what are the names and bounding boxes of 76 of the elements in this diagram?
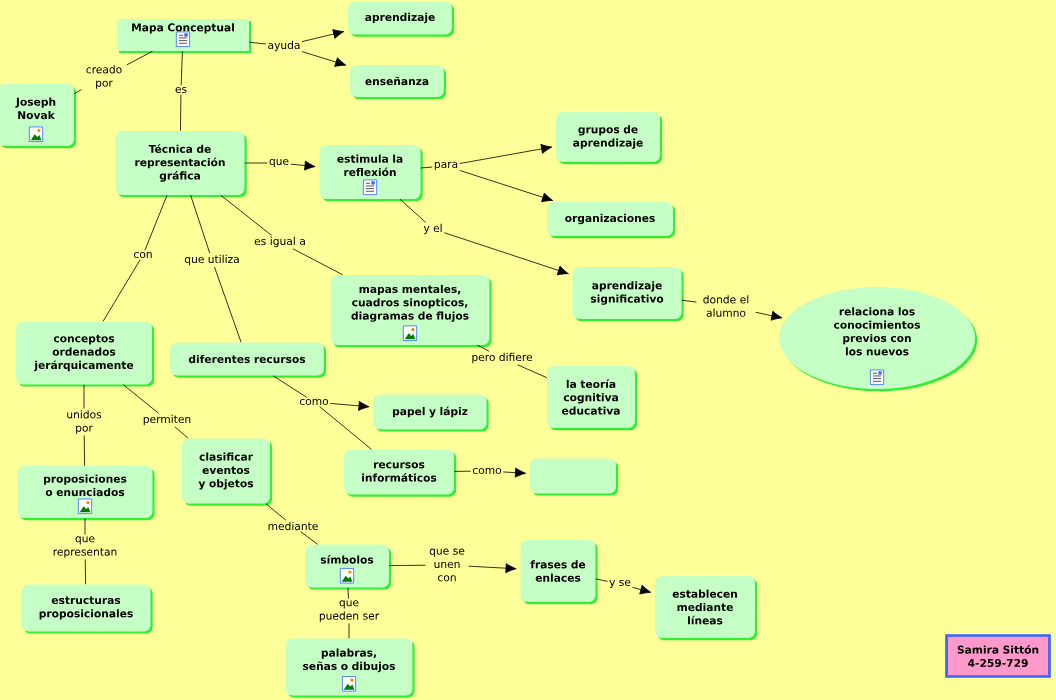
concept-box: estructuras proposicionales — [21, 584, 153, 634]
connector-line — [84, 517, 86, 536]
arrow — [502, 467, 527, 478]
concept-box: Joseph Novak — [0, 84, 77, 149]
connector-line — [144, 194, 168, 251]
arrow — [755, 310, 783, 321]
connector-line — [126, 50, 153, 66]
concept-box: diferentes recursos — [170, 342, 327, 378]
concept-box: conceptos ordenados jerárquicamente — [16, 321, 155, 387]
concept-box: símbolos — [305, 544, 392, 590]
connector-line — [477, 344, 490, 352]
concept-box: recursos informáticos — [344, 449, 457, 497]
connector-line — [265, 503, 287, 521]
author-box: Samira Sittón 4-259-729 — [945, 634, 1051, 678]
concept-box: Técnica de representación gráfica — [115, 131, 247, 198]
connector-line — [681, 299, 697, 303]
concept-box: grupos de aprendizaje — [556, 112, 663, 165]
connector-line — [348, 622, 350, 639]
linking-phrase: que se unen con — [425, 547, 469, 583]
concept-box: establecen mediante líneas — [655, 576, 758, 641]
linking-phrase: y se — [607, 578, 633, 590]
connector-line — [595, 578, 608, 582]
connector-line — [220, 194, 272, 236]
connector-line — [388, 564, 426, 566]
arrow — [290, 160, 316, 171]
connector-line — [83, 384, 85, 409]
connector-line — [399, 198, 426, 223]
connector-line — [180, 94, 182, 132]
arrow — [329, 400, 370, 411]
connector-line — [292, 248, 343, 276]
concept-box: estimula la reflexión — [319, 145, 423, 202]
concept-box: papel y lápiz — [373, 394, 489, 432]
arrow — [459, 170, 554, 203]
connector-line — [300, 531, 319, 545]
linking-phrase: con — [132, 250, 154, 260]
arrow — [632, 584, 652, 595]
concept-box: aprendizaje significativo — [572, 267, 684, 322]
linking-phrase: como — [298, 397, 330, 407]
concept-box: organizaciones — [547, 202, 676, 239]
concept-box — [530, 458, 619, 496]
concept-box: enseñanza — [350, 65, 447, 100]
connector-line — [122, 384, 160, 414]
connector-line — [73, 89, 82, 95]
connector-line — [319, 406, 372, 450]
connector-line — [420, 166, 433, 169]
connector-line — [174, 426, 189, 439]
connector-line — [180, 50, 183, 86]
concept-box: clasificar eventos y objetos — [182, 438, 273, 506]
arrow — [443, 232, 569, 276]
concept-box: palabras, señas o dibujos — [285, 638, 415, 698]
connector-line — [244, 162, 268, 164]
connector-line — [214, 266, 242, 343]
connector-line — [102, 259, 141, 322]
linking-phrase: es — [173, 85, 189, 95]
linking-phrase: como — [471, 466, 503, 476]
connector-line — [453, 470, 472, 472]
arrow — [468, 563, 517, 574]
concept-box: proposiciones o enunciados — [17, 466, 155, 521]
connector-line — [517, 364, 548, 378]
connector-line — [248, 41, 267, 45]
concept-box: mapas mentales, cuadros sinopticos, diagramas de flujos — [330, 275, 492, 348]
linking-phrase: que — [267, 157, 291, 169]
connector-line — [83, 435, 86, 467]
arrow — [459, 143, 553, 164]
connector-line — [190, 194, 211, 254]
connector-line — [84, 558, 86, 585]
concept-box: frases de enlaces — [520, 540, 598, 605]
arrow — [301, 51, 347, 67]
arrow — [301, 29, 345, 43]
concept-box: aprendizaje — [348, 1, 455, 37]
linking-phrase: para — [432, 160, 460, 172]
concept-box: Mapa Conceptual — [117, 19, 252, 54]
concept-box: la teoría cognitiva educativa — [547, 366, 638, 431]
connector-line — [347, 587, 349, 600]
linking-phrase: mediante — [266, 520, 320, 532]
connector-line — [272, 375, 308, 398]
